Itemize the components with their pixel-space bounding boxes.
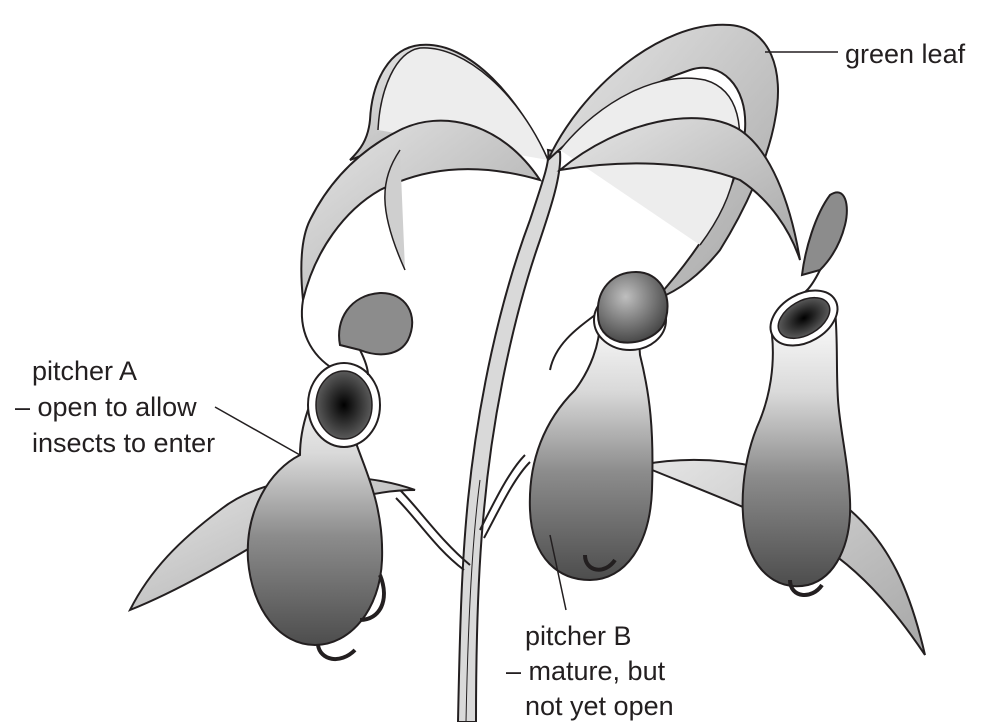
pitcher-b [530, 272, 668, 580]
pitcher-a-lid [339, 293, 412, 354]
label-pitcher-b-line2: not yet open [525, 690, 674, 722]
label-pitcher-b-title: pitcher B [525, 620, 632, 652]
leader-pitcher-a [215, 407, 300, 455]
pitcher-c [743, 279, 851, 595]
label-pitcher-a-title: pitcher A [32, 355, 137, 387]
label-pitcher-b-line1: – mature, but [506, 655, 665, 687]
leaf-left-drooping [301, 121, 540, 300]
label-pitcher-a-line1: – open to allow [15, 391, 197, 423]
label-pitcher-a-line2: insects to enter [32, 427, 215, 459]
label-green-leaf: green leaf [845, 38, 965, 70]
pitcher-b-lid [598, 272, 668, 343]
pitcher-a [248, 293, 412, 659]
leaf-small-right [802, 192, 847, 275]
